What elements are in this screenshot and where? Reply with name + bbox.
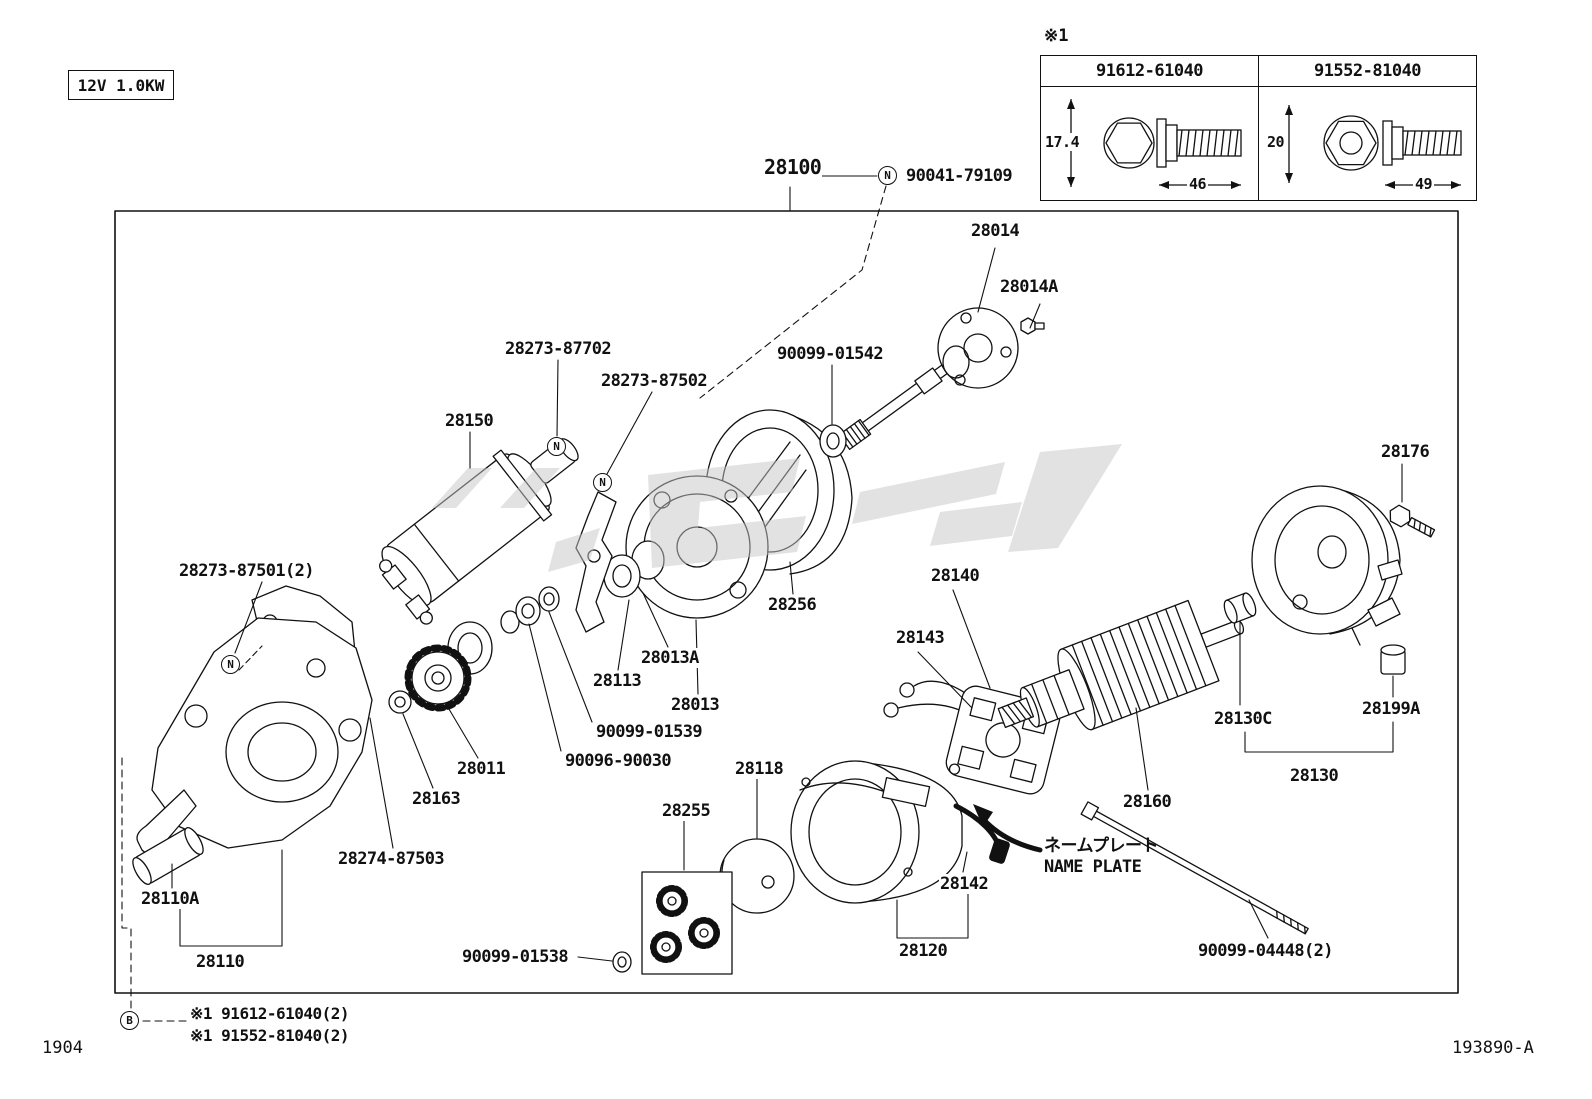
voltage-spec-box: 12V 1.0KW [68, 70, 174, 100]
bolt-part-number-2: 91552-81040 [1259, 56, 1476, 87]
washer-90099-01538 [612, 951, 632, 973]
footnote-1: ※1 91612-61040(2) [190, 1004, 350, 1023]
washer-90099-01542 [819, 424, 847, 458]
voltage-spec-label: 12V 1.0KW [77, 75, 165, 95]
name-plate-label-jp: ネームプレート [1044, 836, 1158, 856]
bolt-length-dim-1: 46 [1187, 175, 1209, 193]
bolt-part-number-1: 91612-61040 [1041, 56, 1258, 87]
footnote-2: ※1 91552-81040(2) [190, 1026, 350, 1045]
bolt-spec-table: 91612-61040 [1040, 55, 1477, 201]
bolt-head-dim-1: 17.4 [1043, 133, 1082, 151]
bolt-28014A [1020, 317, 1045, 335]
watermark [432, 444, 1122, 572]
plug-28199A [1380, 644, 1406, 675]
name-plate-arrow [973, 804, 1043, 853]
page-number: 1904 [42, 1038, 83, 1058]
pinion-gear-28011 [404, 621, 493, 712]
lead-wire-28142 [953, 803, 1010, 864]
bolt-28176 [1389, 504, 1436, 538]
drive-housing-28110 [136, 585, 373, 855]
bushing-28110A [132, 827, 204, 885]
note-ref-label: ※1 [1044, 26, 1069, 46]
roller-kit-28255 [641, 871, 733, 975]
bolt-head-dim-2: 20 [1265, 133, 1287, 151]
diagram-frame [114, 210, 1459, 994]
snap-rings [500, 586, 560, 634]
footnotes: ※1 91612-61040(2) ※1 91552-81040(2) [190, 1003, 350, 1047]
bolt-drawing-1 [1067, 99, 1242, 189]
bolt-spec-column-1: 91612-61040 [1041, 56, 1258, 200]
bearing-28130C [1223, 592, 1257, 624]
bolt-drawing-cell-2: 20 49 [1259, 87, 1476, 200]
end-frame-28130 [1251, 485, 1403, 646]
bolt-drawing-cell-1: 17.4 46 [1041, 87, 1258, 200]
washer-28163 [388, 690, 412, 714]
bolt-length-dim-2: 49 [1413, 175, 1435, 193]
bolt-spec-column-2: 91552-81040 [1258, 56, 1476, 200]
end-cover-28120 [790, 760, 963, 904]
output-shaft-28014 [838, 307, 1019, 451]
drawing-code: 193890-A [1452, 1038, 1534, 1058]
armature-28160 [997, 599, 1245, 731]
through-bolt-90099-04448 [1080, 801, 1309, 935]
name-plate-label-en: NAME PLATE [1044, 857, 1142, 877]
center-bearing-28113 [603, 540, 665, 598]
bolt-drawing-2 [1285, 105, 1462, 189]
